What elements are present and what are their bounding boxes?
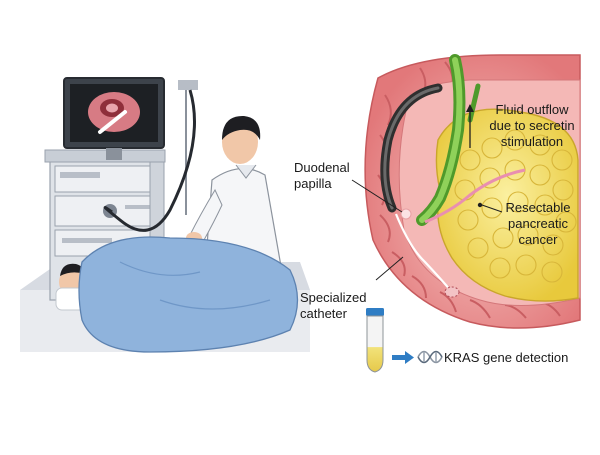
arrow-right-icon — [392, 351, 414, 364]
specialized-catheter-label: Specialized catheter — [300, 290, 367, 321]
papilla-leader — [351, 179, 403, 213]
endoscope-icon — [103, 89, 196, 232]
fluid-arrow-head — [466, 104, 474, 112]
pancreas-lobules — [454, 129, 577, 283]
pancreatic-duct — [424, 168, 526, 224]
catheter-leader — [375, 256, 404, 281]
scope-hanger-top — [178, 80, 198, 90]
sampling-site — [444, 286, 460, 298]
endoscopy-scene — [20, 77, 310, 353]
kras-detection-label: KRAS gene detection — [444, 350, 569, 365]
catheter — [394, 213, 453, 293]
dna-strand-icon — [417, 350, 443, 364]
cancer-dot — [477, 202, 483, 208]
monitor-icon — [63, 77, 165, 160]
fluid-outflow-label: Fluid outflow due to secretin stimulatio… — [489, 102, 575, 149]
endoscope-shaft-highlight — [383, 86, 440, 210]
duodenal-papilla-mark — [400, 208, 412, 220]
blanket — [78, 236, 299, 353]
duodenal-papilla-label: Duodenal papilla — [294, 160, 350, 191]
patient-icon — [55, 236, 299, 353]
doctor-icon — [186, 115, 283, 273]
cancer-leader — [481, 204, 503, 213]
bile-duct-branch — [467, 83, 481, 123]
sample-tube-icon — [366, 308, 384, 373]
resectable-cancer-label: Resectable pancreatic cancer — [505, 200, 571, 247]
anatomy-diagram — [351, 54, 581, 329]
bile-duct-highlight — [419, 57, 463, 223]
